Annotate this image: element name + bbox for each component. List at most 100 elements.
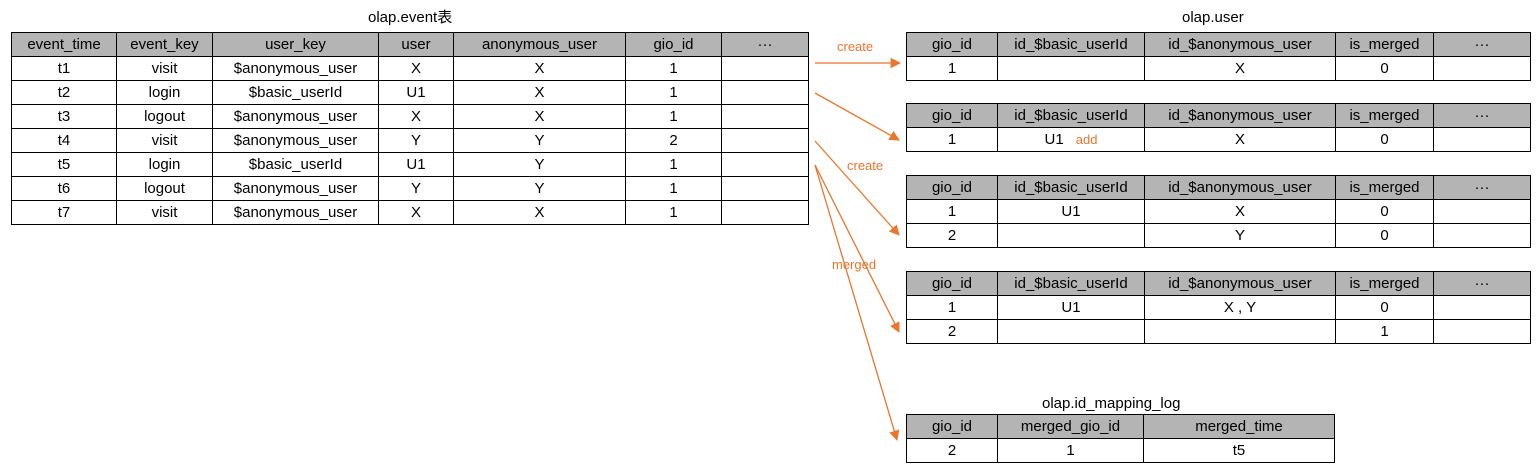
table-cell: 1 — [625, 104, 722, 129]
header-cell: id_$basic_userId — [997, 271, 1145, 296]
table-cell: 1 — [625, 80, 722, 105]
table-cell: $anonymous_user — [212, 56, 379, 81]
table-cell — [1144, 319, 1336, 344]
header-cell: gio_id — [906, 103, 998, 128]
table-cell — [721, 152, 809, 177]
table-cell: 1 — [906, 56, 998, 81]
table-cell: U1 add — [997, 127, 1145, 152]
table-cell — [1433, 199, 1531, 224]
cell-value: U1 — [1044, 131, 1064, 148]
header-cell: ··· — [1433, 32, 1531, 57]
table-cell: t7 — [11, 200, 117, 225]
header-cell: id_$basic_userId — [997, 175, 1145, 200]
table-cell: Y — [1144, 223, 1336, 248]
table-cell: 2 — [906, 438, 998, 463]
table-cell: 2 — [906, 319, 998, 344]
arrow-label-create-2: create — [847, 158, 884, 173]
header-cell: gio_id — [906, 175, 998, 200]
table-cell: login — [116, 80, 213, 105]
user-table-title: olap.user — [1182, 9, 1244, 26]
table-cell: X — [453, 200, 626, 225]
header-cell: id_$basic_userId — [997, 103, 1145, 128]
table-cell: X , Y — [1144, 295, 1336, 320]
table-cell: $anonymous_user — [212, 176, 379, 201]
arrow-label-create-1: create — [837, 39, 874, 54]
mapping-table-title: olap.id_mapping_log — [1042, 395, 1181, 412]
table-cell: Y — [378, 128, 454, 153]
table-cell: $anonymous_user — [212, 200, 379, 225]
header-cell: ··· — [1433, 175, 1531, 200]
table-cell: 1 — [906, 127, 998, 152]
table-cell: U1 — [378, 152, 454, 177]
header-cell: id_$anonymous_user — [1144, 103, 1336, 128]
table-cell: t3 — [11, 104, 117, 129]
table-cell: visit — [116, 200, 213, 225]
header-cell: is_merged — [1335, 103, 1434, 128]
table-cell: Y — [453, 152, 626, 177]
header-cell: id_$anonymous_user — [1144, 271, 1336, 296]
table-cell — [1433, 56, 1531, 81]
table-cell: 0 — [1335, 223, 1434, 248]
table-cell: 2 — [625, 128, 722, 153]
table-cell — [721, 80, 809, 105]
arrow-merged-log — [814, 164, 900, 441]
table-cell: X — [1144, 127, 1336, 152]
table-cell: 1 — [625, 176, 722, 201]
header-cell: gio_id — [906, 32, 998, 57]
table-cell: t5 — [11, 152, 117, 177]
arrow-add — [814, 92, 900, 141]
table-cell: 1 — [997, 438, 1144, 463]
table-cell: X — [378, 200, 454, 225]
header-cell: merged_gio_id — [997, 414, 1144, 439]
table-cell: U1 — [997, 199, 1145, 224]
header-cell: id_$anonymous_user — [1144, 32, 1336, 57]
arrow-create-2 — [814, 140, 900, 236]
header-cell: ··· — [721, 32, 809, 57]
table-cell — [721, 176, 809, 201]
add-note: add — [1075, 132, 1098, 147]
header-cell: merged_time — [1143, 414, 1335, 439]
header-cell: is_merged — [1335, 32, 1434, 57]
table-cell — [1433, 127, 1531, 152]
header-cell: user_key — [212, 32, 379, 57]
header-cell: event_key — [116, 32, 213, 57]
header-cell: is_merged — [1335, 271, 1434, 296]
table-cell: $basic_userId — [212, 152, 379, 177]
header-cell: gio_id — [906, 414, 998, 439]
table-cell: logout — [116, 104, 213, 129]
header-cell: id_$basic_userId — [997, 32, 1145, 57]
table-cell — [997, 223, 1145, 248]
table-cell — [1433, 223, 1531, 248]
table-cell — [721, 128, 809, 153]
arrow-label-merged: merged — [832, 257, 877, 272]
header-cell: anonymous_user — [453, 32, 626, 57]
event-table-title: olap.event表 — [368, 9, 453, 26]
header-cell: is_merged — [1335, 175, 1434, 200]
table-cell: X — [1144, 199, 1336, 224]
table-cell: 1 — [1335, 319, 1434, 344]
table-cell: Y — [378, 176, 454, 201]
table-cell: X — [1144, 56, 1336, 81]
header-cell: gio_id — [906, 271, 998, 296]
header-cell: ··· — [1433, 271, 1531, 296]
table-cell: 0 — [1335, 56, 1434, 81]
table-cell: t5 — [1143, 438, 1335, 463]
